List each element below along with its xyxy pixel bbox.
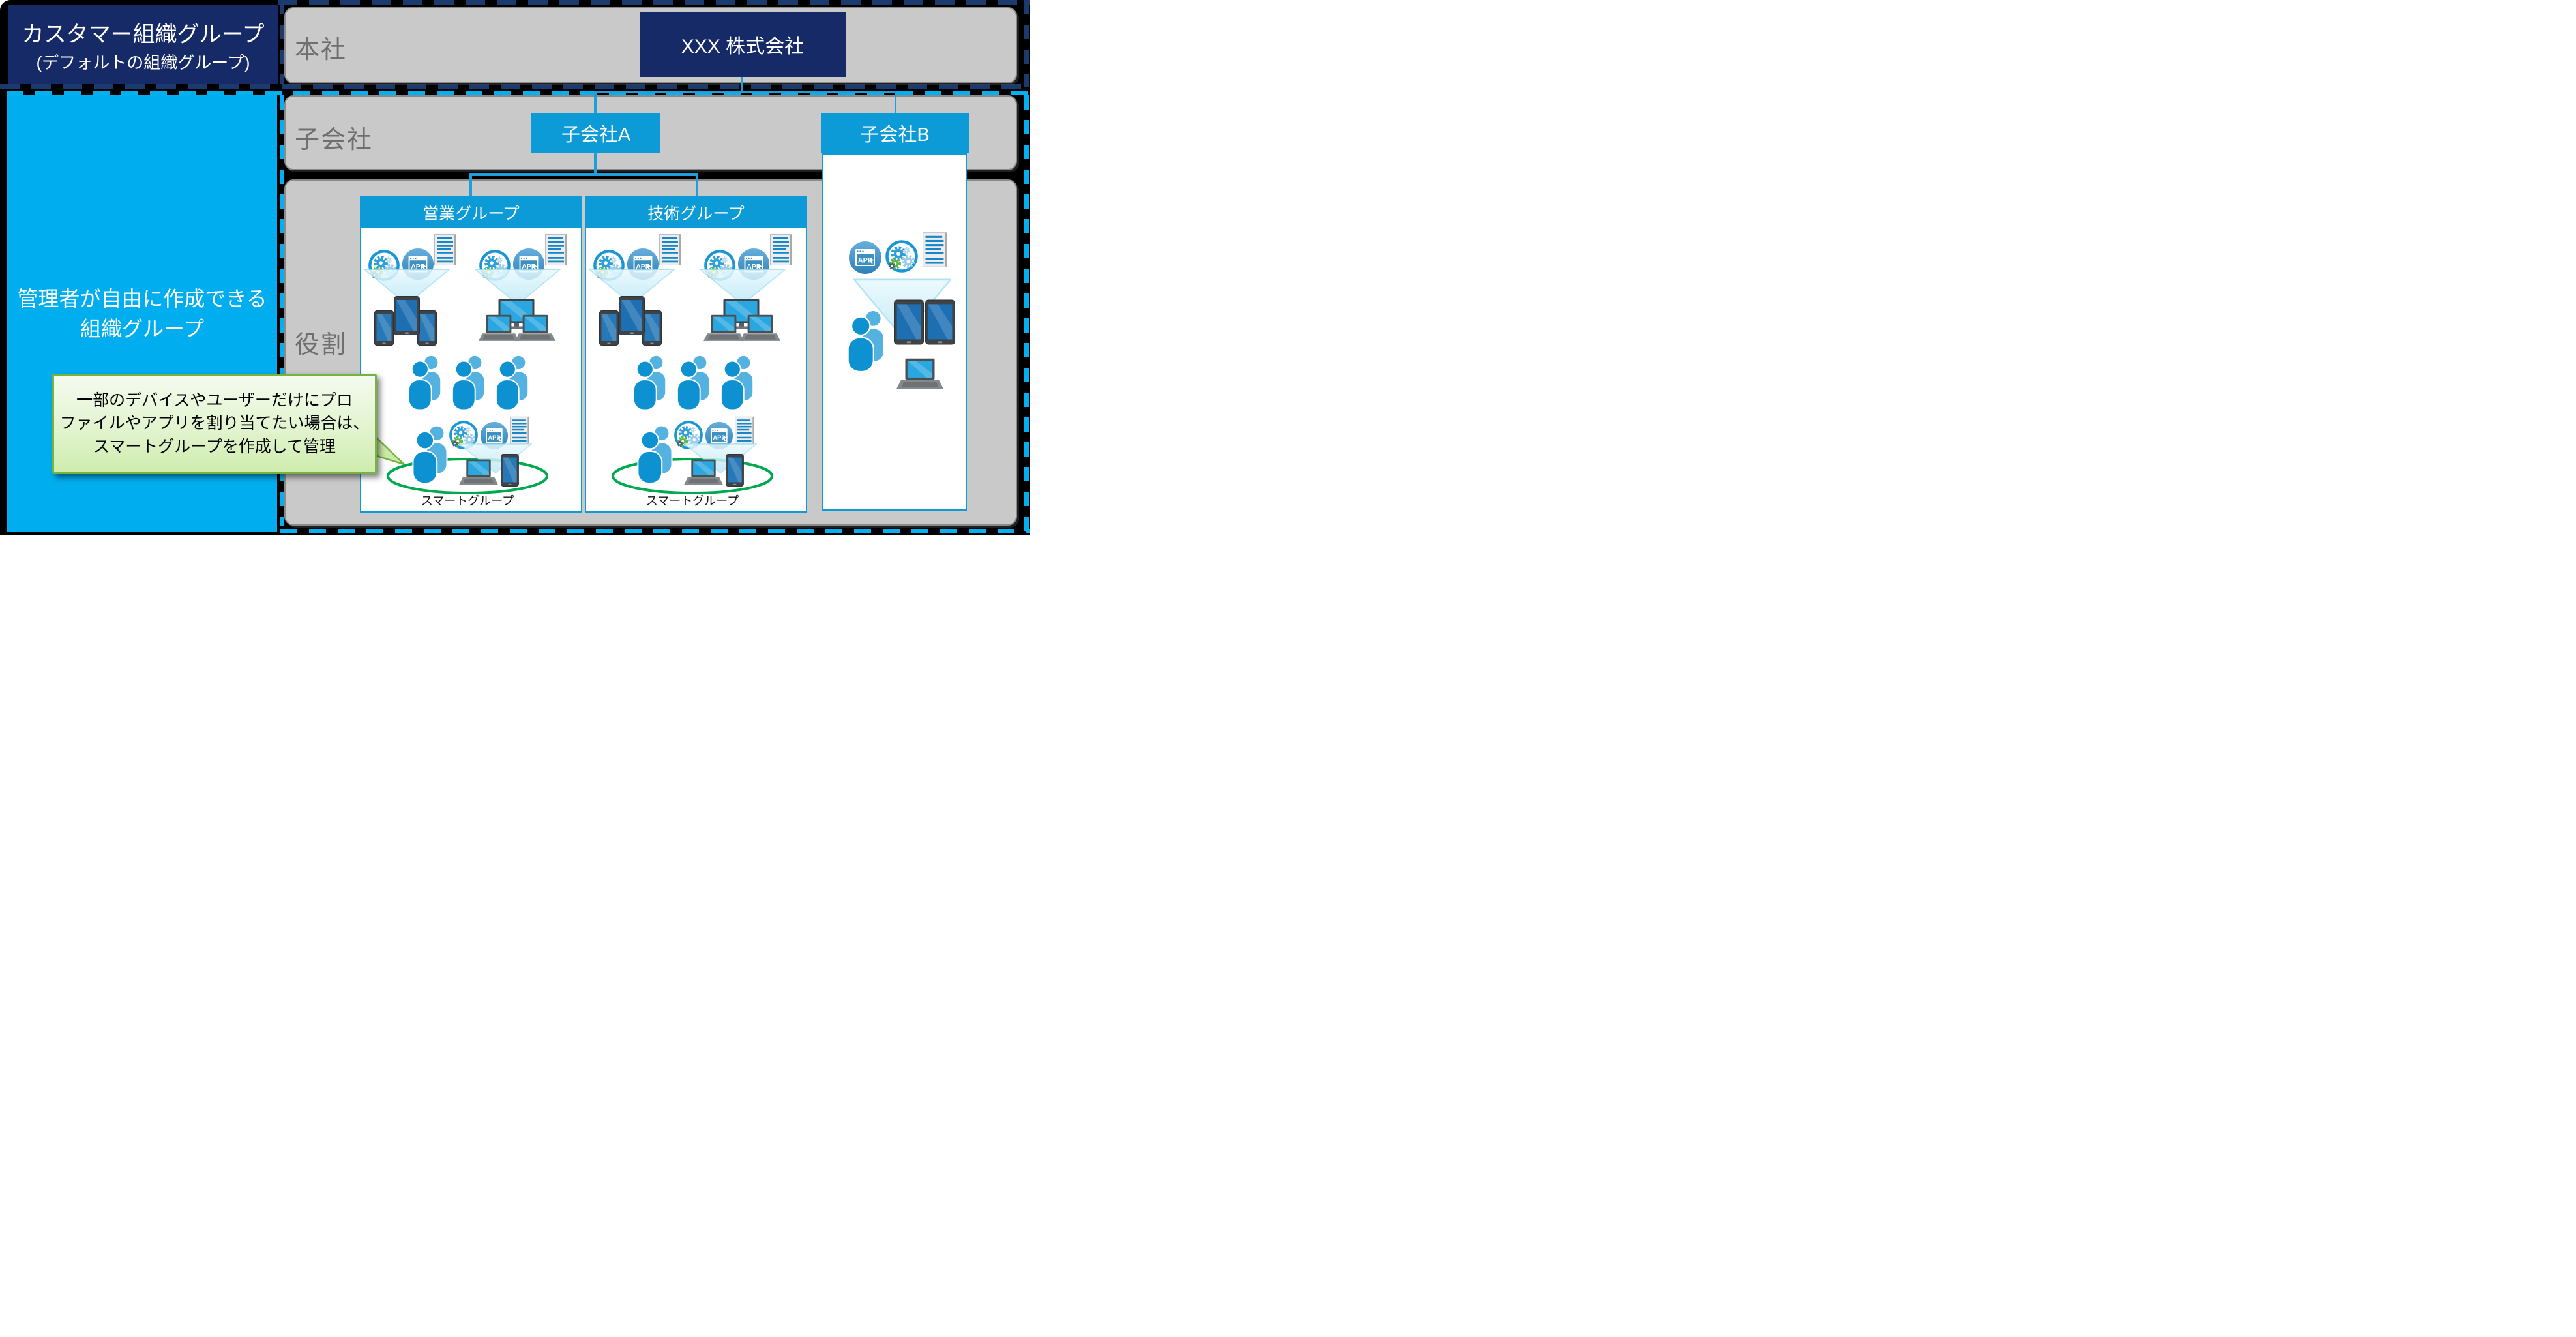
- document-icon: [510, 416, 529, 445]
- dashed-border-left-top: [280, 0, 284, 84]
- document-icon: [545, 233, 567, 266]
- document-icon: [659, 233, 681, 266]
- phone-icon: [501, 454, 519, 487]
- hq-row-label: 本社: [295, 37, 348, 64]
- subsidiary-row-label: 子会社: [295, 127, 374, 154]
- admin-group-text-line1: 管理者が自由に作成できる: [17, 286, 267, 310]
- subsidiary-a-box: 子会社A: [531, 113, 660, 153]
- gears-icon: [887, 242, 917, 271]
- org-structure-diagram: 本社 子会社 役割 XXX 株式会社 子会社A 子会社B APP 営業グループ …: [0, 0, 1030, 535]
- smart-group-label: スマートグループ: [421, 494, 514, 507]
- callout-line1: 一部のデバイスやユーザーだけにプロ: [76, 391, 353, 410]
- smart-group-label: スマートグループ: [646, 494, 739, 507]
- subsidiary-a-label: 子会社A: [561, 125, 631, 145]
- people-pair-icon: [632, 354, 667, 411]
- app-icon-label: APP: [411, 263, 425, 271]
- admin-group-text-line2: 組織グループ: [80, 317, 205, 340]
- connector-hq-drop: [741, 77, 743, 91]
- dashed-border-right-bottom: [1024, 95, 1029, 531]
- people-pair-icon: [676, 354, 711, 411]
- document-icon: [770, 233, 792, 266]
- people-pair-icon: [847, 309, 885, 372]
- customer-group-subtitle: (デフォルトの組織グループ): [36, 52, 250, 72]
- connector-sub-b-drop: [894, 90, 896, 114]
- people-pair-icon: [495, 354, 529, 411]
- tech-group-label: 技術グループ: [647, 205, 745, 223]
- document-icon: [434, 233, 456, 266]
- tablet-icon: [619, 296, 645, 335]
- tech-group-panel: 技術グループ APP APP APP スマートグループ: [585, 196, 807, 513]
- subsidiary-b-panel: APP: [822, 153, 967, 511]
- role-row-label: 役割: [295, 331, 348, 359]
- app-icon-label: APP: [858, 256, 872, 264]
- app-icon-label: APP: [636, 263, 650, 271]
- smart-group-ellipse: [387, 458, 548, 494]
- tech-group-illustration: APP APP APP スマートグループ: [589, 233, 792, 507]
- app-icon-label: APP: [713, 434, 726, 441]
- document-icon: [923, 232, 947, 267]
- connector-sales-drop: [469, 173, 472, 196]
- subsidiary-b-illustration: APP: [847, 232, 955, 389]
- subsidiary-b-box: 子会社B: [821, 113, 969, 153]
- people-pair-icon: [720, 354, 754, 411]
- dashed-border-left-bottom: [280, 95, 284, 526]
- document-icon: [735, 416, 754, 445]
- people-pair-icon: [451, 354, 486, 411]
- app-icon-label: APP: [747, 263, 761, 271]
- customer-group-title: カスタマー組織グループ: [22, 22, 265, 47]
- app-icon-label: APP: [522, 263, 536, 271]
- sales-group-header: 営業グループ: [361, 197, 581, 228]
- sales-group-label: 営業グループ: [422, 205, 520, 223]
- phone-icon: [726, 454, 744, 487]
- tablet-icon: [394, 296, 420, 335]
- tablet-icon: [925, 299, 955, 345]
- laptop-icon: [896, 358, 943, 389]
- dashed-border-right-top: [1024, 0, 1029, 87]
- connector-group-branch: [469, 173, 698, 176]
- customer-group-box: カスタマー組織グループ (デフォルトの組織グループ): [8, 5, 278, 84]
- callout-line2: ファイルやアプリを割り当てたい場合は、: [59, 414, 370, 433]
- phone-icon: [417, 310, 437, 346]
- tech-group-header: 技術グループ: [586, 197, 806, 228]
- subsidiary-b-label: 子会社B: [860, 125, 930, 145]
- phone-icon: [599, 310, 619, 346]
- smart-group-callout: 一部のデバイスやユーザーだけにプロ ファイルやアプリを割り当てたい場合は、 スマ…: [52, 374, 377, 474]
- smart-group-ellipse: [612, 458, 773, 494]
- hq-company-box: XXX 株式会社: [640, 12, 846, 77]
- dashed-border-top: [278, 0, 1030, 5]
- dashed-divider-cyan: [0, 90, 1030, 95]
- connector-tech-drop: [695, 173, 698, 196]
- people-pair-icon: [637, 425, 673, 484]
- phone-icon: [374, 310, 394, 346]
- dashed-border-bottom: [280, 529, 1030, 533]
- connector-sub-branch: [594, 90, 896, 93]
- tablet-icon: [894, 299, 924, 345]
- hq-company-label: XXX 株式会社: [681, 36, 805, 57]
- app-icon-label: APP: [488, 434, 501, 441]
- people-pair-icon: [412, 425, 448, 484]
- dashed-divider-navy: [0, 84, 1030, 89]
- connector-a-down: [594, 153, 597, 174]
- callout-tail: [373, 434, 405, 466]
- connector-sub-a-drop: [594, 90, 597, 114]
- callout-line3: スマートグループを作成して管理: [93, 437, 336, 456]
- phone-icon: [642, 310, 662, 346]
- sales-group-illustration: APP APP APP スマートグループ: [364, 233, 567, 507]
- people-pair-icon: [407, 354, 442, 411]
